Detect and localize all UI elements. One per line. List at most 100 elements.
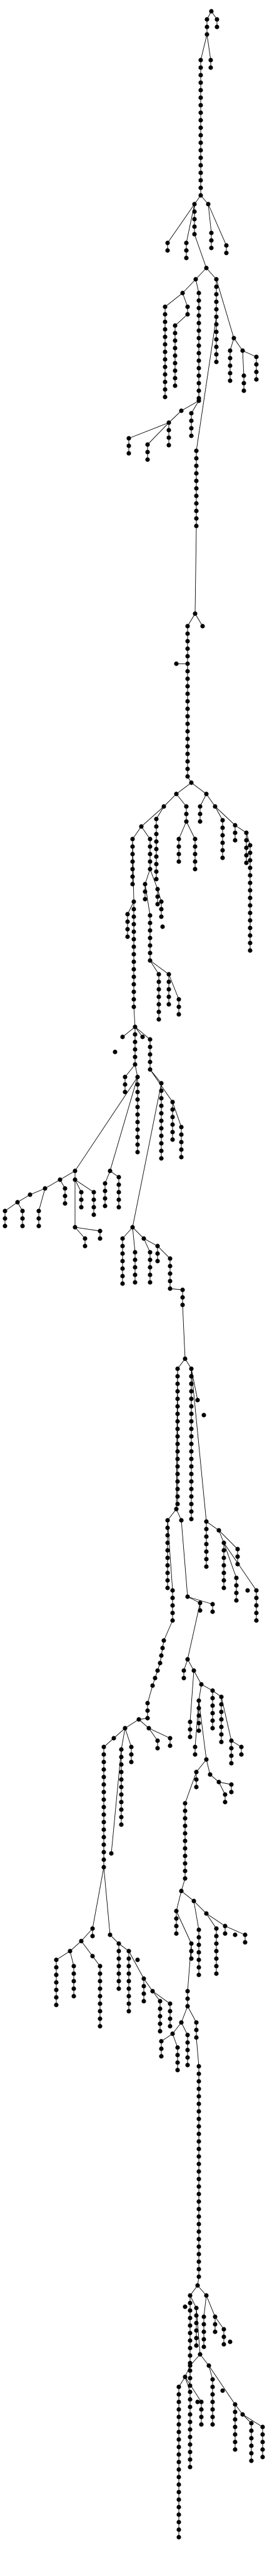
- tree-node: [126, 1956, 131, 1961]
- tree-node: [254, 1618, 259, 1623]
- tree-node: [184, 255, 189, 260]
- tree-node: [185, 706, 190, 711]
- tree-node: [150, 1683, 155, 1688]
- tree-node: [201, 2322, 206, 2327]
- tree-node: [213, 2314, 218, 2319]
- tree-node: [148, 1037, 153, 1042]
- tree-edge: [134, 1026, 151, 1040]
- tree-node: [98, 2009, 103, 2014]
- tree-node: [214, 329, 219, 334]
- tree-node: [159, 1148, 164, 1153]
- tree-node: [176, 2520, 181, 2525]
- tree-node: [101, 1797, 106, 1802]
- tree-node: [233, 823, 238, 828]
- tree-node: [101, 1775, 106, 1780]
- tree-node: [158, 2014, 163, 2019]
- tree-edge: [206, 1913, 217, 1929]
- tree-node: [254, 369, 259, 374]
- tree-edge: [44, 1179, 61, 1189]
- tree-node: [183, 1838, 188, 1843]
- tree-edge: [4, 1202, 18, 1212]
- tree-node: [233, 838, 238, 843]
- tree-node: [196, 2094, 201, 2099]
- tree-node: [189, 1381, 194, 1386]
- tree-node: [130, 867, 135, 872]
- tree-node: [184, 804, 189, 809]
- tree-node: [191, 1668, 196, 1673]
- tree-node: [198, 1600, 203, 1605]
- tree-node: [133, 1250, 138, 1255]
- tree-node: [101, 1812, 106, 1817]
- tree-node: [120, 1236, 125, 1241]
- tree-node: [233, 2439, 238, 2445]
- tree-edge: [74, 1076, 138, 1172]
- tree-node: [170, 1115, 175, 1120]
- tree-node: [188, 1727, 193, 1732]
- tree-node: [111, 1736, 116, 1741]
- tree-node: [248, 850, 253, 855]
- tree-node: [176, 2384, 181, 2389]
- tree-node: [168, 1271, 173, 1276]
- tree-node: [103, 1181, 108, 1186]
- tree-node: [254, 377, 259, 382]
- tree-edge: [113, 1728, 126, 1739]
- tree-node: [194, 2328, 199, 2333]
- tree-node: [194, 2035, 199, 2040]
- tree-edge: [196, 1759, 207, 1773]
- tree-edge: [198, 1684, 202, 1701]
- tree-node: [158, 2006, 163, 2011]
- tree-node: [220, 833, 225, 838]
- tree-node: [160, 1646, 165, 1651]
- tree-node: [196, 2079, 201, 2084]
- tree-node: [184, 248, 189, 253]
- tree-node: [126, 2001, 131, 2006]
- tree-node: [154, 862, 159, 867]
- tree-node: [229, 1790, 234, 1795]
- tree-node: [196, 2109, 201, 2114]
- tree-node: [170, 1603, 175, 1608]
- tree-edge: [144, 884, 151, 916]
- tree-node: [200, 624, 205, 629]
- tree-node: [189, 426, 194, 431]
- tree-edge: [161, 2033, 173, 2042]
- tree-edge: [167, 204, 195, 244]
- tree-node: [188, 2293, 193, 2298]
- tree-node: [248, 948, 253, 953]
- tree-node: [213, 804, 218, 809]
- tree-node: [194, 478, 199, 483]
- tree-node: [145, 457, 150, 462]
- tree-node: [208, 65, 213, 70]
- tree-node: [155, 887, 160, 892]
- tree-node: [119, 1754, 124, 1759]
- tree-node: [196, 1935, 201, 1940]
- tree-node: [98, 1986, 103, 1991]
- tree-node: [165, 1518, 170, 1523]
- tree-edge: [195, 267, 207, 280]
- tree-node: [156, 972, 161, 977]
- tree-node: [175, 1479, 180, 1484]
- tree-edge: [74, 1227, 101, 1232]
- tree-node: [148, 951, 153, 956]
- tree-edge: [148, 1728, 171, 1739]
- tree-node: [188, 2338, 193, 2343]
- tree-node: [170, 1100, 175, 1105]
- tree-node: [204, 32, 209, 37]
- tree-node: [196, 336, 201, 341]
- tree-edge: [163, 1620, 173, 1641]
- tree-edge: [168, 410, 182, 423]
- tree-node: [188, 2346, 193, 2351]
- tree-node: [196, 2184, 201, 2189]
- tree-node: [101, 1752, 106, 1757]
- tree-node: [189, 1456, 194, 1461]
- tree-node: [210, 1718, 215, 1723]
- tree-node: [126, 443, 131, 448]
- tree-edge: [233, 337, 243, 351]
- tree-node: [179, 1132, 184, 1137]
- tree-node: [183, 1801, 188, 1806]
- tree-edge: [182, 279, 196, 294]
- tree-node: [148, 1257, 153, 1262]
- tree-node: [193, 611, 198, 616]
- tree-node: [108, 1932, 113, 1937]
- tree-node: [185, 751, 190, 756]
- tree-edge: [214, 806, 236, 826]
